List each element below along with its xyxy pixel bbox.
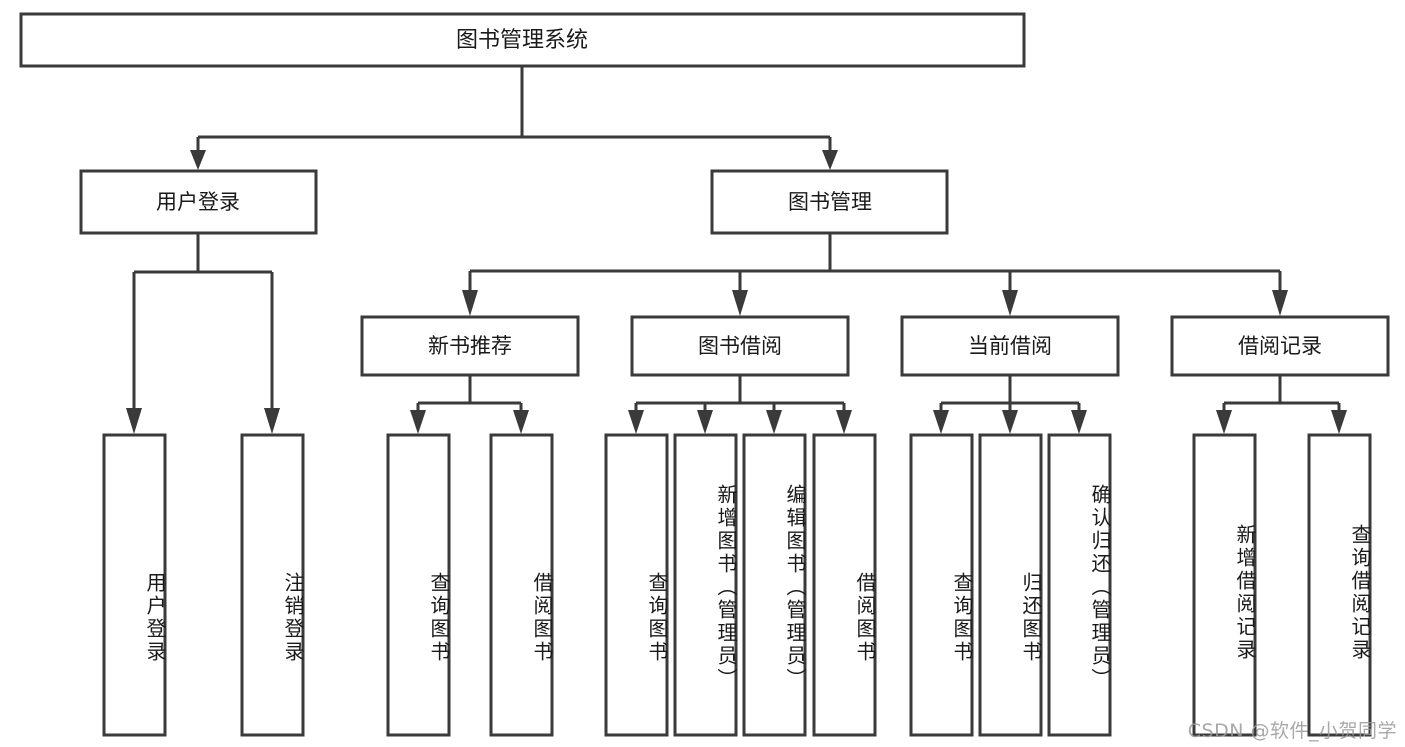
node-root-label: 图书管理系统 (456, 28, 588, 53)
node-new-book-recommend[interactable]: 新书推荐 (360, 315, 580, 377)
node-user-login-box[interactable] (79, 169, 318, 235)
node-book-borrow[interactable]: 图书借阅 (630, 315, 850, 377)
node-book-manage-label: 图书管理 (788, 190, 872, 214)
arrowhead-book-manage (822, 150, 838, 170)
leaf-box-query-book-3[interactable] (909, 433, 974, 737)
connector-layer (126, 66, 1347, 434)
leaf-box-confirm-return[interactable] (1047, 433, 1112, 737)
arrowhead-leaf-query-record (1331, 410, 1347, 434)
node-current-borrow[interactable]: 当前借阅 (900, 315, 1120, 377)
node-root-box[interactable] (19, 12, 1026, 68)
node-current-borrow-box[interactable] (900, 315, 1120, 377)
arrowhead-current-borrow (1002, 290, 1018, 316)
arrowhead-borrow-record (1272, 290, 1288, 316)
arrowhead-leaf-edit-book (766, 410, 782, 434)
leaf-box-return-book[interactable] (978, 433, 1043, 737)
leaf-box-edit-book[interactable] (742, 433, 807, 737)
node-new-book-recommend-box[interactable] (360, 315, 580, 377)
arrowhead-leaf-add-book (697, 410, 713, 434)
leaf-box-user-login[interactable] (102, 433, 167, 737)
leaf-box-layer (102, 433, 1372, 737)
arrowhead-leaf-return-book (1002, 410, 1018, 434)
leaf-box-query-book-2[interactable] (604, 433, 669, 737)
node-borrow-record-label: 借阅记录 (1238, 334, 1322, 358)
arrowhead-new-book-recommend (462, 290, 478, 316)
node-borrow-record-box[interactable] (1170, 315, 1390, 377)
node-root[interactable]: 图书管理系统 (19, 12, 1026, 68)
arrowhead-leaf-query-book-1 (410, 410, 426, 434)
node-book-borrow-box[interactable] (630, 315, 850, 377)
arrowhead-leaf-borrow-book-1 (513, 410, 529, 434)
arrowhead-leaf-query-book-3 (933, 410, 949, 434)
arrowhead-leaf-query-book-2 (628, 410, 644, 434)
arrowhead-book-borrow (732, 290, 748, 316)
leaf-box-query-record[interactable] (1307, 433, 1372, 737)
node-borrow-record[interactable]: 借阅记录 (1170, 315, 1390, 377)
node-book-borrow-label: 图书借阅 (698, 334, 782, 358)
arrowhead-leaf-user-login (126, 408, 142, 434)
node-user-login[interactable]: 用户登录 (79, 169, 318, 235)
node-current-borrow-label: 当前借阅 (968, 334, 1052, 358)
arrowhead-leaf-confirm-return (1071, 410, 1087, 434)
arrowhead-user-login (190, 150, 206, 170)
arrowhead-leaf-borrow-book-2 (836, 410, 852, 434)
arrowhead-leaf-user-logout (264, 408, 280, 434)
node-user-login-label: 用户登录 (156, 190, 240, 214)
leaf-box-borrow-book-2[interactable] (812, 433, 877, 737)
leaf-box-add-book[interactable] (673, 433, 738, 737)
leaf-box-query-book-1[interactable] (386, 433, 451, 737)
node-book-manage-box[interactable] (710, 169, 949, 235)
arrowhead-leaf-add-record (1216, 410, 1232, 434)
leaf-box-user-logout[interactable] (240, 433, 305, 737)
leaf-box-borrow-book-1[interactable] (489, 433, 554, 737)
node-book-manage[interactable]: 图书管理 (710, 169, 949, 235)
node-new-book-recommend-label: 新书推荐 (428, 334, 512, 358)
leaf-box-add-record[interactable] (1192, 433, 1257, 737)
